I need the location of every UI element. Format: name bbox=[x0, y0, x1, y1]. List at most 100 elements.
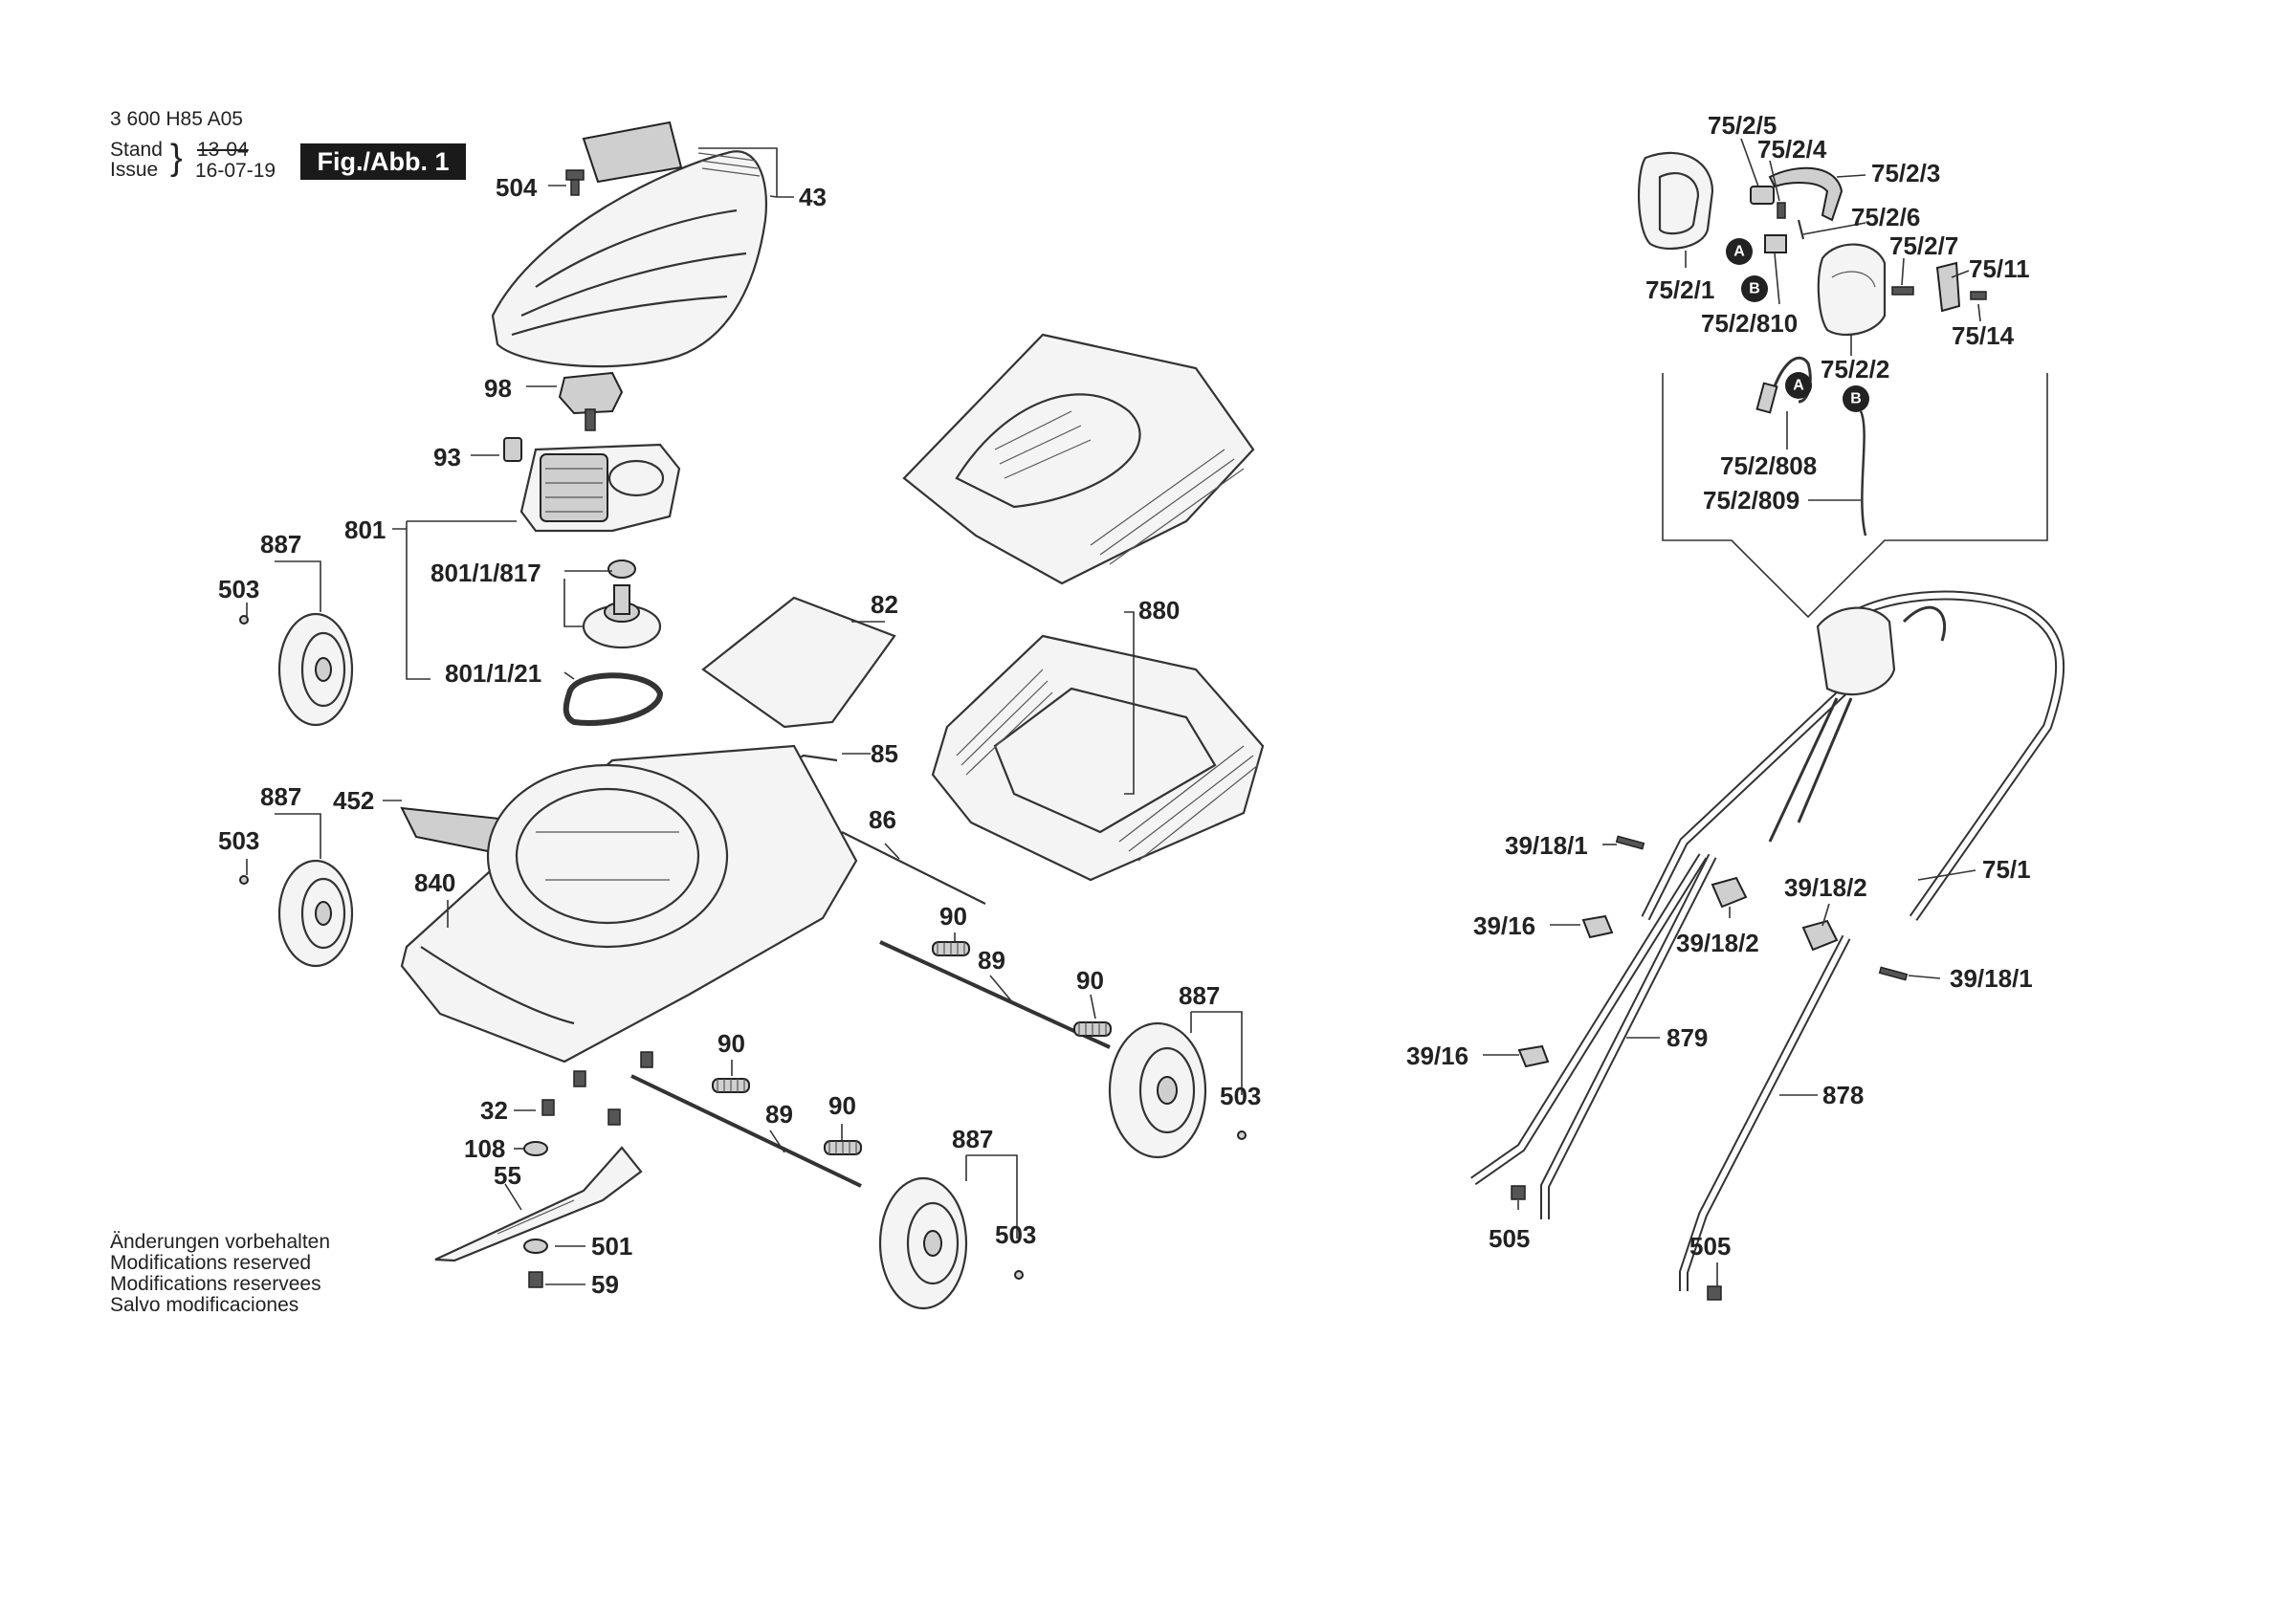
label-75-2-809: 75/2/809 bbox=[1703, 486, 1799, 515]
label-879: 879 bbox=[1667, 1023, 1708, 1052]
switch-housing-75-2-2 bbox=[1817, 243, 1887, 337]
label-878: 878 bbox=[1822, 1081, 1864, 1109]
leaders-left bbox=[246, 147, 1243, 1285]
stand-date-struck: 13-04 bbox=[197, 139, 249, 161]
grass-box-880 bbox=[931, 634, 1265, 882]
brace-symbol: } bbox=[170, 138, 183, 178]
blade-55 bbox=[434, 1146, 643, 1262]
detail-bracket bbox=[1662, 373, 2048, 619]
label-505-b: 505 bbox=[1689, 1232, 1731, 1261]
label-75-2-5: 75/2/5 bbox=[1708, 111, 1777, 140]
part-75-2-6 bbox=[1797, 219, 1805, 240]
label-39-18-1-a: 39/18/1 bbox=[1505, 831, 1588, 860]
washer-501 bbox=[523, 1239, 548, 1254]
issue-date: 16-07-19 bbox=[195, 160, 276, 182]
callout-B-2: B bbox=[1843, 385, 1869, 412]
label-39-18-1-b: 39/18/1 bbox=[1950, 964, 2033, 993]
spring-90-c bbox=[712, 1078, 750, 1093]
nut-503-a bbox=[239, 615, 249, 625]
wheel-887-rear-right bbox=[1108, 1021, 1207, 1159]
label-840: 840 bbox=[414, 868, 455, 897]
label-887-d: 887 bbox=[952, 1125, 993, 1153]
label-801-1-817: 801/1/817 bbox=[430, 559, 541, 587]
plug-75-2-808 bbox=[1755, 382, 1778, 414]
axle-89-rear bbox=[879, 940, 1111, 1049]
leaders-right bbox=[1483, 138, 1981, 1286]
note-de: Änderungen vorbehalten bbox=[110, 1231, 331, 1253]
label-503-d: 503 bbox=[995, 1220, 1036, 1249]
knob-39-18-2-a bbox=[1711, 876, 1748, 909]
label-75-2-6: 75/2/6 bbox=[1851, 203, 1920, 231]
label-880: 880 bbox=[1138, 596, 1180, 625]
motor-801 bbox=[519, 443, 681, 533]
figure-badge: Fig./Abb. 1 bbox=[300, 143, 466, 180]
clamp-39-16-b bbox=[1517, 1044, 1550, 1068]
nut-503-b bbox=[239, 875, 249, 885]
wheel-887-front-right bbox=[878, 1176, 968, 1310]
label-75-2-810: 75/2/810 bbox=[1701, 309, 1798, 338]
label-82: 82 bbox=[871, 590, 898, 619]
switch-98 bbox=[558, 371, 624, 431]
label-75-2-808: 75/2/808 bbox=[1720, 451, 1817, 480]
screws-32 bbox=[541, 1051, 653, 1126]
label-90-d: 90 bbox=[828, 1091, 856, 1120]
label-98: 98 bbox=[484, 374, 512, 403]
belt-801-1-21 bbox=[563, 672, 664, 726]
flap-82 bbox=[701, 596, 896, 729]
screw-505-b bbox=[1707, 1285, 1722, 1301]
label-887-b: 887 bbox=[260, 782, 301, 811]
label-108: 108 bbox=[464, 1134, 505, 1163]
label-887-a: 887 bbox=[260, 530, 301, 559]
top-cover-part bbox=[491, 121, 767, 368]
axle-86 bbox=[841, 831, 986, 905]
label-75-1: 75/1 bbox=[1982, 855, 2031, 884]
note-fr: Modifications reservees bbox=[110, 1273, 321, 1295]
svg-text:A: A bbox=[1733, 244, 1745, 260]
axle-89-front bbox=[630, 1074, 862, 1188]
grass-box-lid bbox=[902, 333, 1255, 585]
knob-39-18-2-b bbox=[1801, 919, 1839, 952]
document-number: 3 600 H85 A05 bbox=[110, 108, 243, 130]
label-43: 43 bbox=[799, 183, 827, 211]
callout-B-1: B bbox=[1741, 275, 1768, 302]
label-801: 801 bbox=[344, 515, 386, 544]
label-59: 59 bbox=[591, 1270, 619, 1299]
label-801-1-21: 801/1/21 bbox=[445, 659, 541, 688]
svg-text:B: B bbox=[1749, 281, 1760, 297]
label-503-a: 503 bbox=[218, 575, 259, 603]
label-75-2-7: 75/2/7 bbox=[1889, 231, 1958, 260]
label-501: 501 bbox=[591, 1232, 632, 1261]
label-452: 452 bbox=[333, 786, 374, 815]
washer-108 bbox=[523, 1141, 548, 1156]
label-39-16-b: 39/16 bbox=[1406, 1042, 1468, 1070]
label-75-11: 75/11 bbox=[1969, 254, 2030, 283]
label-86: 86 bbox=[869, 805, 896, 834]
nut-503-d bbox=[1014, 1270, 1024, 1280]
label-75-14: 75/14 bbox=[1952, 321, 2015, 350]
issue-label: Issue bbox=[110, 159, 159, 181]
label-503-b: 503 bbox=[218, 826, 259, 855]
label-89-b: 89 bbox=[765, 1100, 793, 1129]
label-503-c: 503 bbox=[1220, 1082, 1261, 1110]
part-75-2-4 bbox=[1777, 202, 1786, 219]
lever-75-2-3 bbox=[1768, 166, 1843, 222]
upper-handle-75-1 bbox=[1641, 590, 2065, 921]
label-55: 55 bbox=[494, 1161, 521, 1190]
nut-503-c bbox=[1237, 1130, 1247, 1140]
screw-75-2-7 bbox=[1891, 286, 1914, 296]
label-93: 93 bbox=[433, 443, 461, 472]
screw-59 bbox=[528, 1271, 543, 1288]
svg-text:A: A bbox=[1793, 378, 1804, 394]
bushing-93 bbox=[503, 437, 522, 462]
lower-handle-878 bbox=[1679, 934, 1851, 1291]
bolt-39-18-1-a bbox=[1615, 835, 1645, 850]
label-887-c: 887 bbox=[1179, 981, 1220, 1010]
label-90-c: 90 bbox=[718, 1029, 745, 1058]
plate-75-11 bbox=[1935, 261, 1961, 313]
label-75-2-2: 75/2/2 bbox=[1821, 355, 1889, 384]
note-es: Salvo modificaciones bbox=[110, 1294, 299, 1316]
modification-notes: Änderungen vorbehalten Modifications res… bbox=[110, 1232, 330, 1316]
bearing-801-1-817 bbox=[582, 559, 662, 649]
label-39-18-2-a: 39/18/2 bbox=[1784, 873, 1867, 902]
